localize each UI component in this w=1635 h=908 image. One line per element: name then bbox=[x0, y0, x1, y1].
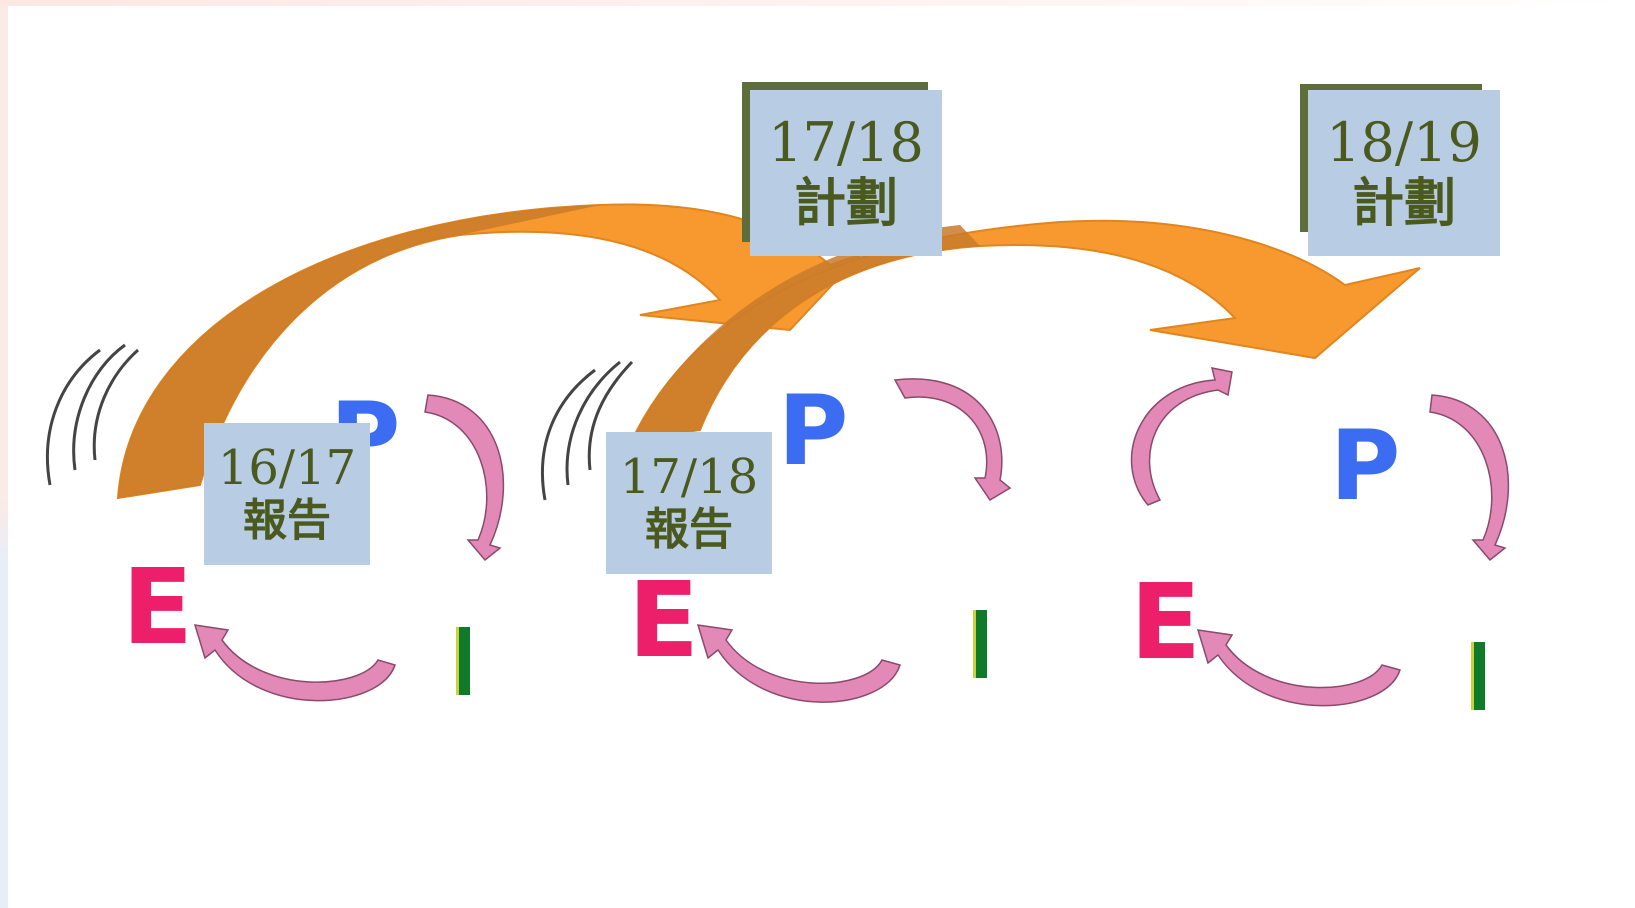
pink-arrow-p-to-i-1 bbox=[424, 394, 505, 562]
pink-arrow-e-to-p-3 bbox=[1130, 367, 1233, 506]
left-edge-decoration bbox=[0, 0, 8, 908]
motion-lines-1 bbox=[45, 343, 139, 486]
e-letter-3: E bbox=[1130, 561, 1202, 683]
plan-label-2: 18/19 計劃 bbox=[1308, 90, 1500, 256]
plan-label-1: 17/18 計劃 bbox=[750, 90, 942, 256]
i-letter-2 bbox=[973, 610, 987, 678]
plan-label-2-year: 18/19 bbox=[1326, 111, 1482, 175]
plan-label-1-year: 17/18 bbox=[768, 111, 924, 175]
pink-arrow-p-to-i-3 bbox=[1429, 394, 1510, 562]
plan-label-1-word: 計劃 bbox=[793, 173, 898, 235]
e-letter-2: E bbox=[628, 559, 700, 681]
p-letter-3: P bbox=[1330, 410, 1401, 522]
pink-arrow-i-to-e-1 bbox=[193, 624, 396, 702]
i-letter-3 bbox=[1471, 642, 1485, 710]
report-label-2: 17/18 報告 bbox=[606, 432, 772, 574]
big-arrow-2 bbox=[630, 219, 1421, 442]
motion-lines-2 bbox=[540, 360, 634, 501]
i-letter-1 bbox=[456, 627, 470, 695]
e-letter-1: E bbox=[122, 546, 194, 668]
top-edge-decoration bbox=[0, 0, 1635, 6]
p-letter-2: P bbox=[778, 375, 849, 487]
pink-arrow-i-to-e-2 bbox=[696, 624, 901, 703]
report-label-1-year: 16/17 bbox=[217, 440, 357, 497]
pink-arrow-i-to-e-3 bbox=[1196, 629, 1401, 707]
report-label-2-word: 報告 bbox=[645, 504, 733, 556]
report-label-1: 16/17 報告 bbox=[204, 423, 370, 565]
report-label-1-word: 報告 bbox=[243, 495, 331, 547]
report-label-2-year: 17/18 bbox=[619, 449, 759, 506]
pink-arrow-p-to-i-2 bbox=[893, 378, 1012, 502]
plan-label-2-word: 計劃 bbox=[1351, 173, 1456, 235]
